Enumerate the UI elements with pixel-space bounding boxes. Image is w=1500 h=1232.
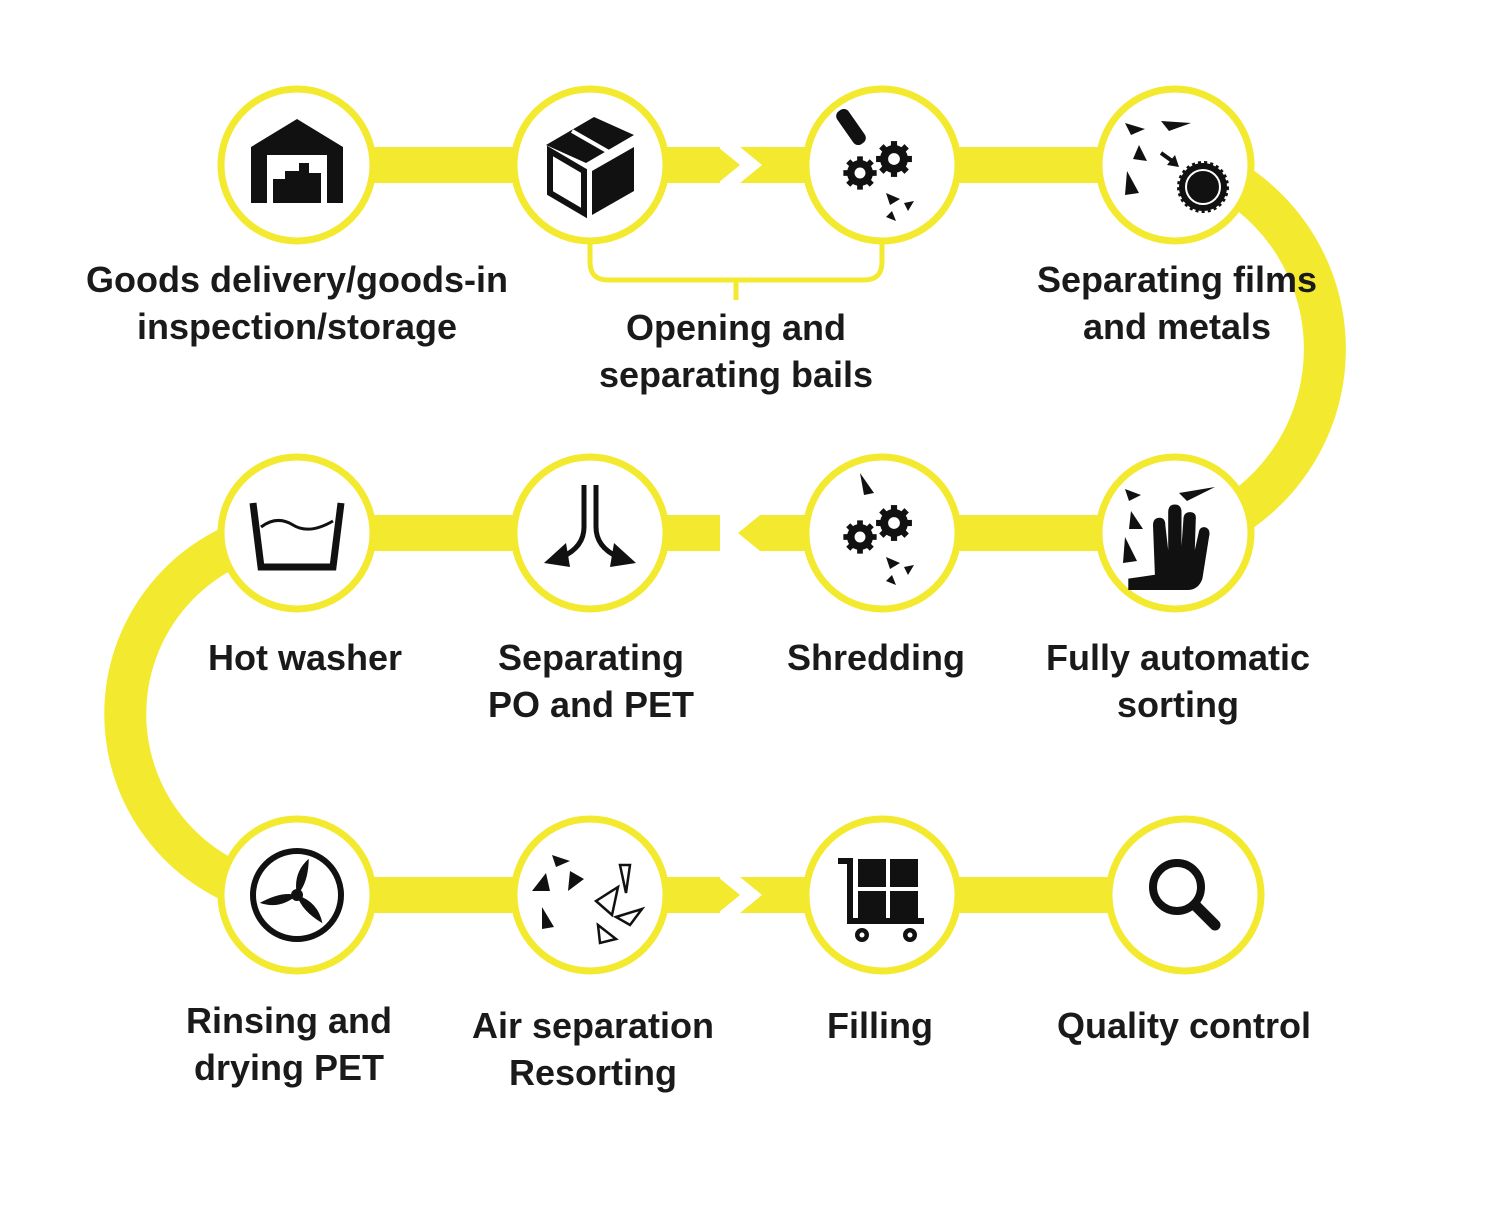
node-ring: [1105, 815, 1265, 975]
node-air-separation: [510, 815, 670, 975]
step-label-shredding: Shredding: [787, 637, 965, 678]
node-quality-control: [1105, 815, 1265, 975]
fan-icon: [250, 848, 344, 942]
node-ring: [510, 453, 670, 613]
bottle-gears-icon: [836, 108, 914, 221]
node-ring: [217, 453, 377, 613]
node-ring: [510, 85, 670, 245]
node-shredding: [802, 453, 962, 613]
node-separating-po-pet: [510, 453, 670, 613]
curve-4-5: [1192, 145, 1346, 553]
node-ring: [510, 815, 670, 975]
wash-basin-icon: [249, 502, 345, 571]
films-metals-icon: [1125, 121, 1229, 213]
magnifier-icon: [1149, 859, 1221, 931]
node-hot-washer: [217, 453, 377, 613]
cart-icon: [838, 858, 924, 942]
step-label-hot-washer: Hot washer: [207, 637, 403, 678]
node-bottle-gears: [802, 85, 962, 245]
node-films-metals: [1095, 85, 1255, 245]
step-label-filling: Filling: [827, 1005, 933, 1046]
hand-sorting-icon: [1123, 487, 1215, 590]
arrow-head-2-3: [718, 147, 740, 183]
group-bracket: [587, 238, 885, 300]
step-label-quality-control: Quality control: [1056, 1005, 1312, 1046]
fragments-icon: [532, 855, 646, 945]
node-goods-delivery: [217, 85, 377, 245]
node-filling: [802, 815, 962, 975]
node-ring: [217, 85, 377, 245]
warehouse-icon: [251, 119, 343, 203]
curve-8-9: [104, 512, 277, 916]
node-automatic-sorting: [1095, 453, 1255, 613]
step-nodes: [217, 85, 1265, 975]
node-box: [510, 85, 670, 245]
gears-shredding-icon: [843, 473, 914, 585]
box-icon: [546, 117, 634, 219]
split-arrows-icon: [544, 485, 636, 567]
arrow-head-10-11: [718, 877, 740, 913]
node-rinsing-drying: [217, 815, 377, 975]
